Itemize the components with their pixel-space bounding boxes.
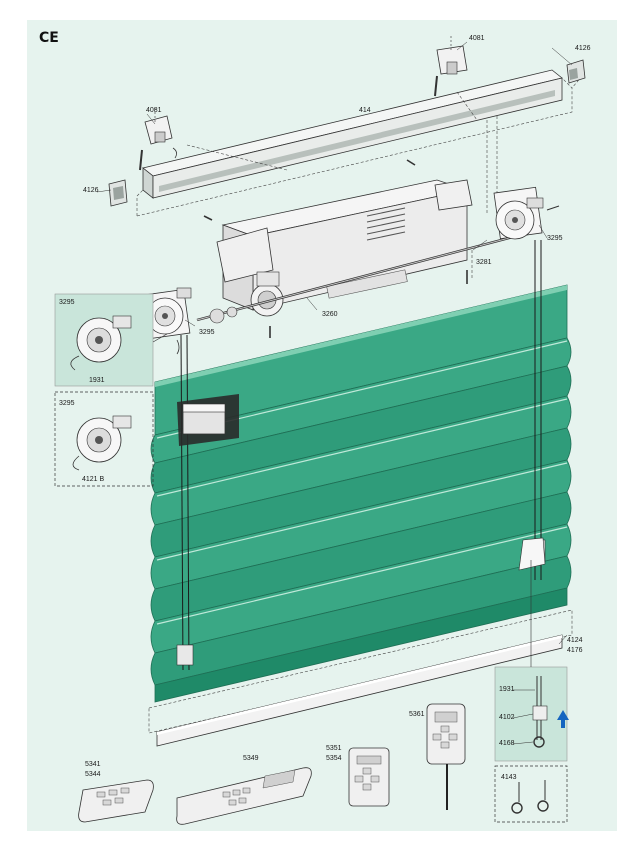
label-5349: 5349 (243, 755, 259, 762)
detail-box-spool-b (54, 391, 154, 487)
screw-right-bracket (434, 75, 438, 97)
label-5354: 5354 (326, 755, 342, 762)
bottom-bar-dashed-outline (148, 609, 573, 734)
drive-shaft (196, 230, 533, 324)
label-detail-a-1931: 1931 (89, 377, 105, 384)
label-5361: 5361 (409, 711, 425, 718)
label-5341: 5341 (85, 761, 101, 768)
end-cap-left (108, 179, 128, 207)
spool-bracket-right (493, 186, 560, 240)
remote-5349 (176, 767, 312, 825)
label-4126-right: 4126 (575, 45, 591, 52)
bottom-bar (156, 634, 563, 747)
label-detail-c-4102: 4102 (499, 714, 515, 721)
label-3281: 3281 (476, 259, 492, 266)
detail-box-clips (494, 765, 568, 823)
detail-box-cord-lock (494, 560, 569, 762)
label-detail-d-4143: 4143 (501, 774, 517, 781)
spool-bracket-left (143, 287, 192, 355)
remote-5361 (426, 703, 466, 810)
label-detail-c-4168: 4168 (499, 740, 515, 747)
motor-screws (203, 159, 468, 338)
label-detail-c-1931: 1931 (499, 686, 515, 693)
fabric-profile-callout (177, 394, 239, 446)
screw-left-bracket (139, 149, 143, 171)
mounting-bracket-left (144, 108, 177, 159)
label-4081-left: 4081 (146, 107, 162, 114)
detail-box-spool-a (54, 293, 168, 387)
end-cap-right (566, 59, 586, 84)
label-4126-left: 4126 (83, 187, 99, 194)
label-3295-right: 3295 (547, 235, 563, 242)
label-3295-left: 3295 (199, 329, 215, 336)
headrail (142, 69, 563, 199)
remote-5341 (78, 779, 154, 823)
label-4081-right: 4081 (469, 35, 485, 42)
label-414: 414 (359, 107, 371, 114)
label-5351: 5351 (326, 745, 342, 752)
remote-5351 (348, 747, 390, 807)
motor-unit (216, 179, 473, 317)
diagram-page: CE (27, 20, 617, 831)
label-3260: 3260 (322, 311, 338, 318)
label-detail-b-4121b: 4121 B (82, 476, 105, 483)
leader-lines (96, 41, 573, 745)
mounting-bracket-right (436, 36, 468, 75)
label-detail-a-3295: 3295 (59, 299, 75, 306)
label-detail-b-3295: 3295 (59, 400, 75, 407)
label-5344: 5344 (85, 771, 101, 778)
label-4176: 4176 (567, 647, 583, 654)
ce-mark: CE (39, 30, 59, 46)
exploded-view-diagram: CE (27, 20, 617, 831)
label-4124: 4124 (567, 637, 583, 644)
